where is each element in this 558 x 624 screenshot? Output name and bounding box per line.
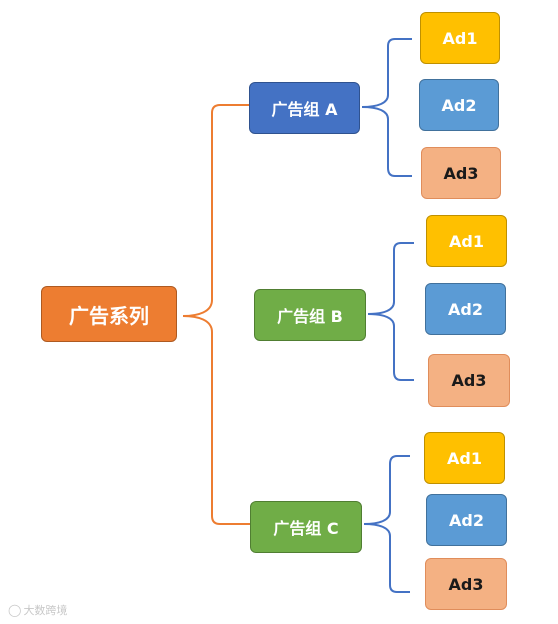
group-a-ad3-node: Ad3 — [421, 147, 501, 199]
group-c-ad3-node: Ad3 — [425, 558, 507, 610]
group-b-ad2-label: Ad2 — [448, 299, 483, 319]
group-b-ad2-node: Ad2 — [425, 283, 506, 335]
root-node-campaign: 广告系列 — [41, 286, 177, 342]
watermark-text: 大数跨境 — [23, 604, 68, 617]
group-a-brace — [361, 38, 412, 177]
group-a-ad2-label: Ad2 — [441, 95, 477, 115]
group-c-ad3-label: Ad3 — [448, 574, 484, 594]
group-b-ad1-node: Ad1 — [426, 215, 507, 267]
group-a-ad3-label: Ad3 — [443, 163, 479, 183]
group-a-ad1-label: Ad1 — [442, 28, 478, 48]
root-label: 广告系列 — [69, 303, 149, 328]
group-b-ad3-label: Ad3 — [451, 371, 487, 390]
weibo-icon: ◯ — [8, 603, 22, 617]
group-node-b: 广告组 B — [254, 289, 366, 341]
group-b-label: 广告组 B — [277, 307, 343, 326]
group-b-brace — [367, 242, 414, 381]
group-node-c: 广告组 C — [250, 501, 362, 553]
group-c-ad1-node: Ad1 — [424, 432, 505, 484]
group-c-brace — [363, 455, 410, 593]
group-c-ad2-label: Ad2 — [449, 510, 484, 530]
group-a-label: 广告组 A — [271, 100, 338, 119]
group-node-a: 广告组 A — [249, 82, 360, 134]
group-c-label: 广告组 C — [273, 519, 339, 538]
group-b-ad1-label: Ad1 — [449, 231, 484, 251]
group-a-ad2-node: Ad2 — [419, 79, 499, 131]
root-brace — [182, 104, 250, 525]
group-c-ad1-label: Ad1 — [447, 448, 482, 468]
group-a-ad1-node: Ad1 — [420, 12, 500, 64]
watermark: ◯ 大数跨境 — [8, 602, 67, 618]
group-b-ad3-node: Ad3 — [428, 354, 510, 407]
group-c-ad2-node: Ad2 — [426, 494, 507, 546]
